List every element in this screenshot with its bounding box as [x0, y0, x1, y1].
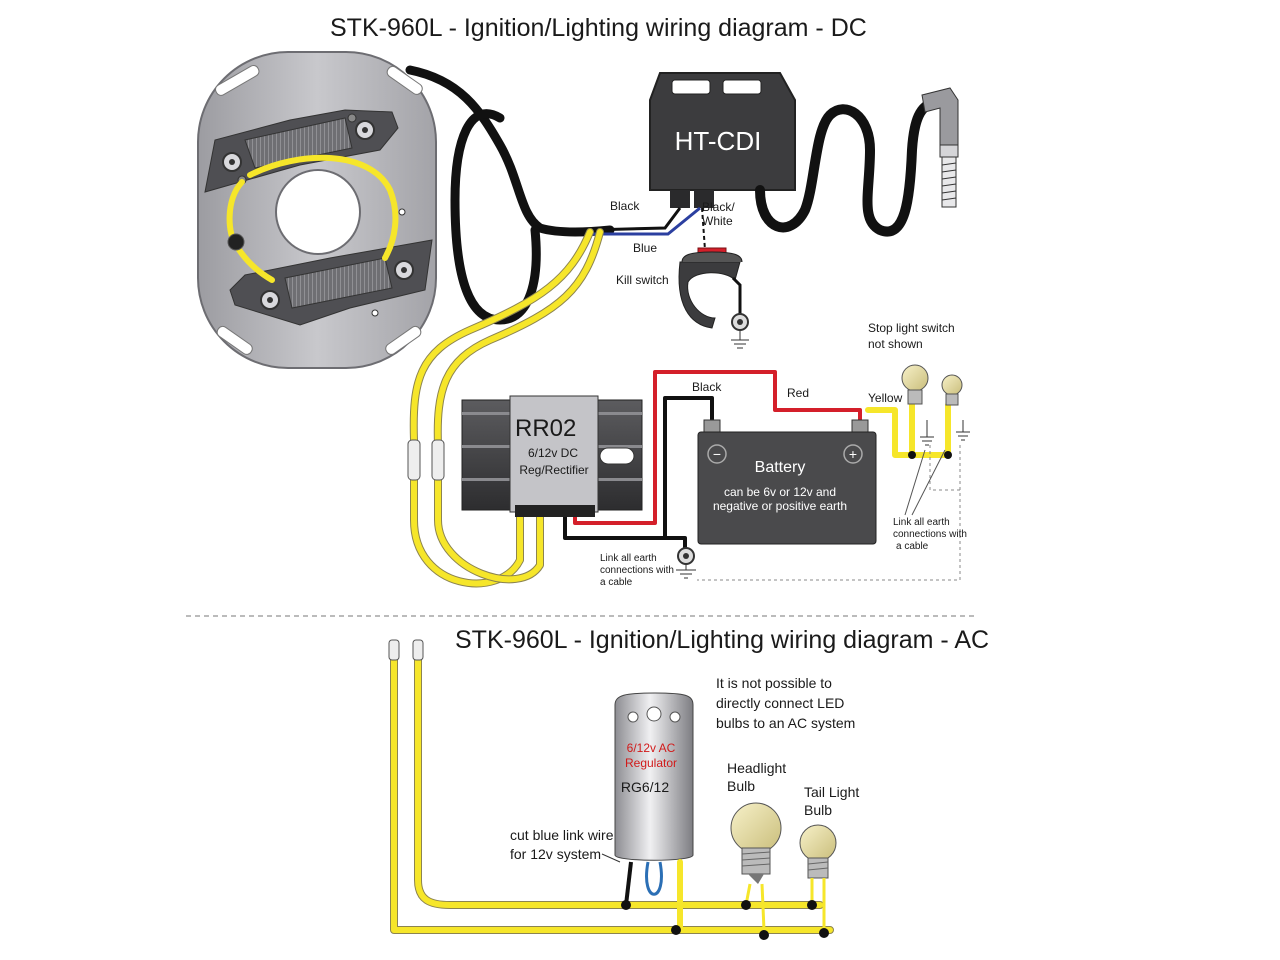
connector-icon [407, 439, 421, 481]
cdi-label: HT-CDI [675, 126, 762, 156]
rr-line1: 6/12v DC [528, 446, 578, 460]
earth-wire [570, 536, 687, 548]
ht-lead [755, 97, 940, 237]
black-white-wire [701, 207, 706, 251]
stator-cable [405, 65, 615, 325]
stator-center-hole [275, 169, 361, 255]
kill-switch [678, 247, 749, 349]
battery: − + Battery can be 6v or 12v and negativ… [697, 419, 877, 545]
connector-icon [388, 639, 400, 661]
note-2: directly connect LED [716, 695, 844, 711]
headlight-2: Bulb [727, 778, 755, 794]
reg-model: RG6/12 [621, 779, 669, 795]
link-left-1: Link all earth [600, 553, 657, 564]
connector-icon [412, 639, 424, 661]
battery-line2: negative or positive earth [713, 499, 847, 513]
blue-link-wire [645, 861, 663, 896]
label-black: Black [610, 199, 640, 213]
cut-2: for 12v system [510, 846, 601, 862]
link-right-2: connections with [893, 529, 967, 540]
link-right-1: Link all earth [893, 517, 950, 528]
rr-model: RR02 [515, 415, 576, 442]
headlight-bulb-icon [730, 802, 782, 884]
earth-symbols [920, 420, 970, 446]
stator-yellow-leads [407, 228, 604, 588]
battery-black-wire [563, 396, 714, 540]
ac-regulator: 6/12v AC Regulator RG6/12 [614, 692, 694, 861]
label-black-white-1: Black/ [702, 200, 735, 214]
earth-screw-icon [227, 233, 245, 251]
link-right-3: a cable [896, 541, 929, 552]
label-kill-switch: Kill switch [616, 273, 669, 287]
earth-link-dashed [697, 445, 961, 581]
stop-switch-2: not shown [868, 337, 923, 351]
plus-icon: + [849, 446, 857, 462]
yellow-label: Yellow [868, 391, 903, 405]
stop-switch-1: Stop light switch [868, 321, 955, 335]
headlight-1: Headlight [727, 760, 786, 776]
ac-title: STK-960L - Ignition/Lighting wiring diag… [455, 626, 989, 654]
battery-title: Battery [755, 459, 806, 476]
ht-cdi-unit: HT-CDI [649, 72, 796, 208]
pointer-lines [904, 449, 946, 516]
ac-yellow-wires [388, 639, 834, 934]
stator-plate [197, 51, 437, 369]
blue-wire [590, 206, 701, 236]
tail-light-bulb-icon [799, 824, 837, 879]
battery-line1: can be 6v or 12v and [724, 485, 836, 499]
red-wire [573, 370, 862, 525]
black-wire [589, 207, 682, 232]
yellow-lighting-wire [865, 407, 951, 458]
lower-coil [229, 239, 433, 326]
battery-red-label: Red [787, 386, 809, 400]
dc-title: STK-960L - Ignition/Lighting wiring diag… [330, 14, 867, 42]
tail-2: Bulb [804, 802, 832, 818]
battery-black-label: Black [692, 380, 722, 394]
rr-line2: Reg/Rectifier [519, 463, 588, 477]
note-1: It is not possible to [716, 675, 832, 691]
cut-1: cut blue link wire [510, 827, 614, 843]
tail-bulb-icon [941, 374, 963, 406]
stop-bulb-icon [901, 364, 929, 405]
note-3: bulbs to an AC system [716, 715, 855, 731]
earth-terminal-left [676, 547, 696, 579]
label-black-white-2: White [702, 214, 733, 228]
rr02-regulator: RR02 6/12v DC Reg/Rectifier [461, 395, 643, 517]
link-left-3: a cable [600, 577, 633, 588]
tail-1: Tail Light [804, 784, 859, 800]
label-blue: Blue [633, 241, 657, 255]
link-left-2: connections with [600, 565, 674, 576]
spark-plug-cap-icon [921, 87, 959, 208]
minus-icon: − [713, 446, 721, 462]
reg-line1: 6/12v AC [627, 741, 676, 755]
reg-line2: Regulator [625, 756, 677, 770]
connector-icon [431, 439, 445, 481]
